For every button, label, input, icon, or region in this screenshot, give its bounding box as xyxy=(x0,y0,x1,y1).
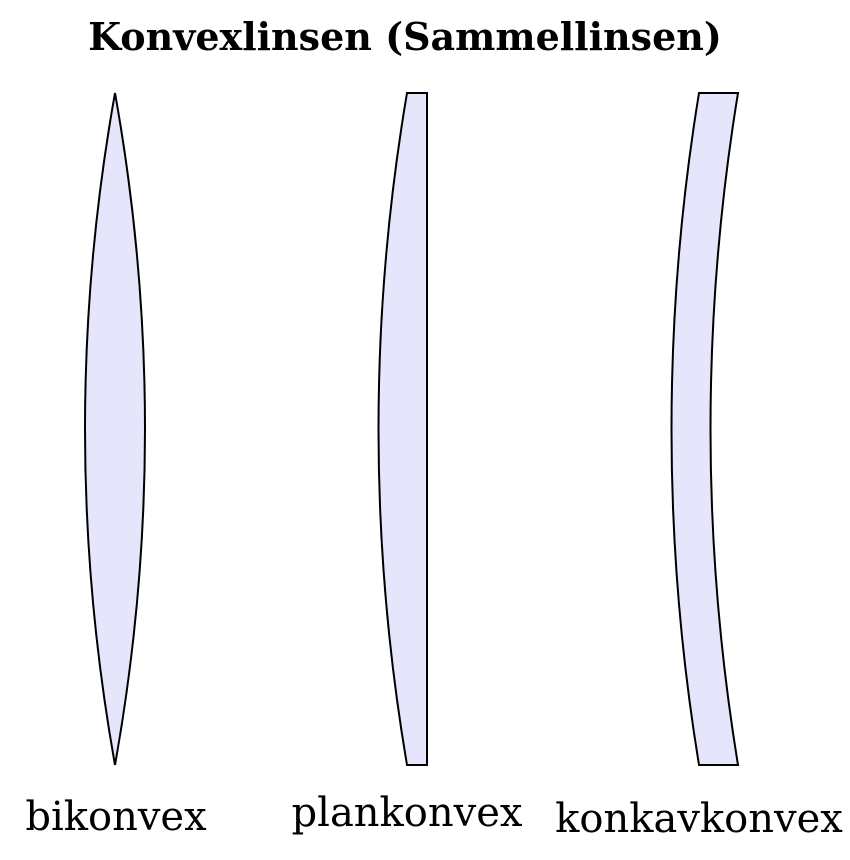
lens-label-biconvex: bikonvex xyxy=(25,794,207,840)
lens-label-planoconvex: plankonvex xyxy=(291,790,523,836)
diagram-title: Konvexlinsen (Sammellinsen) xyxy=(88,14,722,59)
planoconvex-lens-shape xyxy=(377,92,428,766)
lens-label-concavoconvex: konkavkonvex xyxy=(555,796,843,842)
biconvex-lens-shape xyxy=(84,92,146,766)
concavoconvex-lens-shape xyxy=(670,92,740,766)
